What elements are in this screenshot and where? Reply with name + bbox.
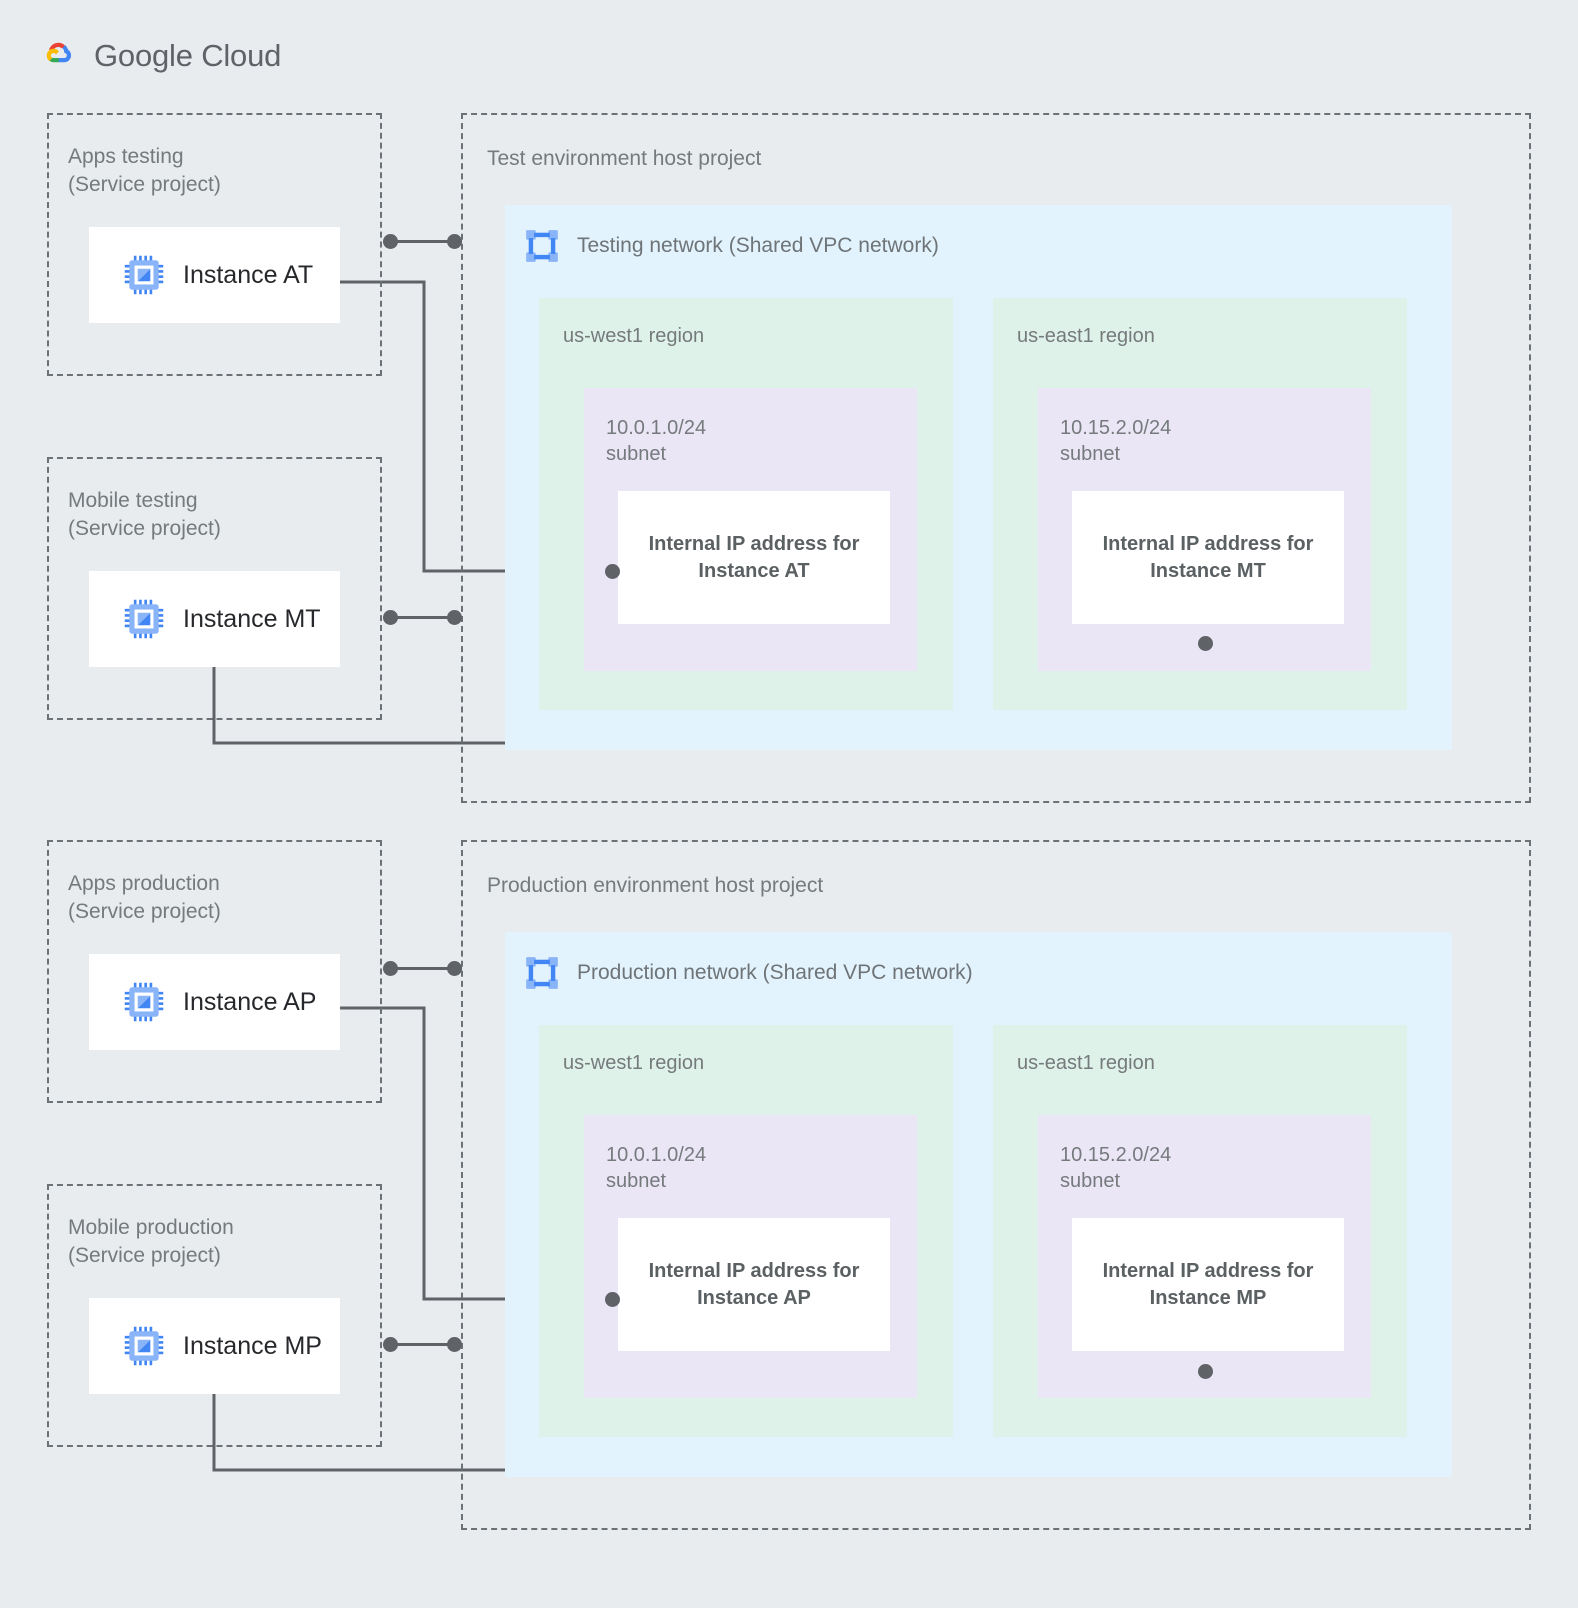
endpoint-dot-mp xyxy=(1198,1364,1213,1379)
internal-ip-box-mp: Internal IP address for Instance MP xyxy=(1072,1218,1344,1351)
subnet-10-0-1-0-24-testing: 10.0.1.0/24 subnet Internal IP address f… xyxy=(584,388,917,671)
subnet-label: 10.0.1.0/24 subnet xyxy=(606,1144,707,1192)
compute-instance-icon xyxy=(124,1326,164,1366)
region-us-west1-testing: us-west1 region 10.0.1.0/24 subnet Inter… xyxy=(539,298,953,710)
logo-cloud: Cloud xyxy=(201,38,282,73)
compute-instance-icon xyxy=(124,599,164,639)
region-label: us-east1 region xyxy=(1017,1052,1155,1074)
link-line xyxy=(390,1343,462,1346)
link-line xyxy=(390,240,462,243)
google-cloud-logo: Google Cloud xyxy=(34,36,281,76)
link-dot xyxy=(447,610,462,625)
service-project-label: Mobile testing (Service project) xyxy=(68,489,221,540)
instance-label: Instance AP xyxy=(183,987,317,1016)
internal-ip-box-at: Internal IP address for Instance AT xyxy=(618,491,890,624)
vpc-network-icon xyxy=(526,230,558,262)
endpoint-dot-ap xyxy=(605,1292,620,1307)
endpoint-dot-mt xyxy=(1198,636,1213,651)
network-title: Production network (Shared VPC network) xyxy=(577,961,973,984)
logo-wordmark: Google Cloud xyxy=(94,38,281,74)
compute-instance-icon xyxy=(124,255,164,295)
network-header: Production network (Shared VPC network) xyxy=(523,954,973,992)
link-line xyxy=(390,616,462,619)
region-label: us-west1 region xyxy=(563,1052,705,1074)
subnet-10-15-2-0-24-production: 10.15.2.0/24 subnet Internal IP address … xyxy=(1038,1115,1371,1398)
instance-at[interactable]: Instance AT xyxy=(89,227,340,323)
link-dot xyxy=(447,1337,462,1352)
instance-label: Instance MP xyxy=(183,1331,322,1360)
subnet-10-0-1-0-24-production: 10.0.1.0/24 subnet Internal IP address f… xyxy=(584,1115,917,1398)
link-dot xyxy=(447,234,462,249)
endpoint-dot-at xyxy=(605,564,620,579)
service-project-mobile-testing: Mobile testing (Service project) xyxy=(47,457,382,720)
network-title: Testing network (Shared VPC network) xyxy=(577,234,939,257)
host-project-test-environment: Test environment host project xyxy=(461,113,1531,803)
host-project-label: Test environment host project xyxy=(487,147,762,170)
google-cloud-mark-icon xyxy=(46,42,72,63)
instance-label: Instance AT xyxy=(183,260,314,289)
shared-vpc-network-testing: Testing network (Shared VPC network) us-… xyxy=(505,205,1452,750)
subnet-10-15-2-0-24-testing: 10.15.2.0/24 subnet Internal IP address … xyxy=(1038,388,1371,671)
service-project-label: Mobile production (Service project) xyxy=(68,1216,234,1267)
internal-ip-box-mt: Internal IP address for Instance MT xyxy=(1072,491,1344,624)
instance-mp[interactable]: Instance MP xyxy=(89,1298,340,1394)
internal-ip-box-ap: Internal IP address for Instance AP xyxy=(618,1218,890,1351)
link-line xyxy=(390,967,462,970)
subnet-label: 10.15.2.0/24 subnet xyxy=(1060,1144,1172,1192)
host-project-production-environment: Production environment host project xyxy=(461,840,1531,1530)
shared-vpc-network-production: Production network (Shared VPC network) … xyxy=(505,932,1452,1477)
host-project-label: Production environment host project xyxy=(487,874,824,897)
network-header: Testing network (Shared VPC network) xyxy=(523,227,939,265)
subnet-label: 10.15.2.0/24 subnet xyxy=(1060,417,1172,465)
region-label: us-west1 region xyxy=(563,325,705,347)
vpc-network-icon xyxy=(526,957,558,989)
service-project-apps-testing: Apps testing (Service project) xyxy=(47,113,382,376)
region-label: us-east1 region xyxy=(1017,325,1155,347)
instance-ap[interactable]: Instance AP xyxy=(89,954,340,1050)
service-project-apps-production: Apps production (Service project) xyxy=(47,840,382,1103)
service-project-label: Apps testing (Service project) xyxy=(68,145,221,196)
compute-instance-icon xyxy=(124,982,164,1022)
service-project-mobile-production: Mobile production (Service project) xyxy=(47,1184,382,1447)
region-us-west1-production: us-west1 region 10.0.1.0/24 subnet Inter… xyxy=(539,1025,953,1437)
service-project-label: Apps production (Service project) xyxy=(68,872,221,923)
link-dot xyxy=(447,961,462,976)
instance-mt[interactable]: Instance MT xyxy=(89,571,340,667)
subnet-label: 10.0.1.0/24 subnet xyxy=(606,417,707,465)
logo-google: Google xyxy=(94,38,193,73)
instance-label: Instance MT xyxy=(183,604,321,633)
